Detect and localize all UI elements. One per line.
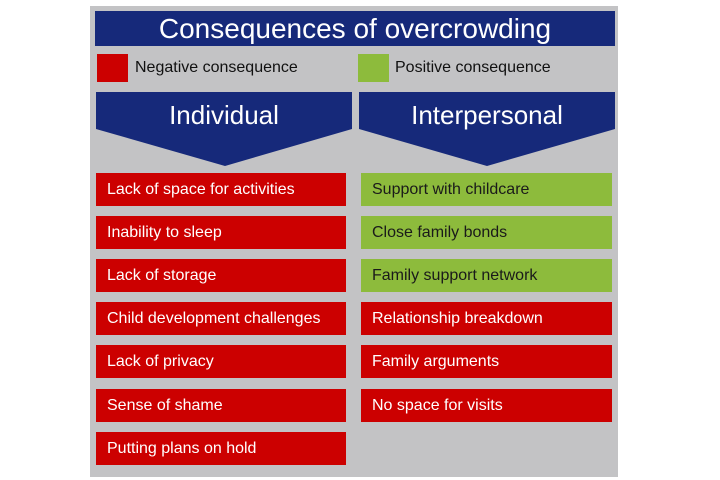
interpersonal-positive-item: Close family bonds <box>361 216 612 249</box>
interpersonal-negative-item: Relationship breakdown <box>361 302 612 335</box>
individual-negative-item: Putting plans on hold <box>96 432 346 465</box>
legend-negative-swatch <box>97 54 128 82</box>
individual-negative-item: Lack of storage <box>96 259 346 292</box>
interpersonal-negative-item: No space for visits <box>361 389 612 422</box>
legend-positive-swatch <box>358 54 389 82</box>
legend-positive-label: Positive consequence <box>395 59 551 76</box>
individual-negative-item: Lack of space for activities <box>96 173 346 206</box>
individual-negative-item: Sense of shame <box>96 389 346 422</box>
legend-negative-label: Negative consequence <box>135 59 298 76</box>
chevron-individual: Individual <box>96 92 352 166</box>
interpersonal-negative-item: Family arguments <box>361 345 612 378</box>
diagram-title: Consequences of overcrowding <box>95 11 615 46</box>
chevron-interpersonal: Interpersonal <box>359 92 615 166</box>
column-heading-individual: Individual <box>169 100 279 130</box>
column-heading-interpersonal: Interpersonal <box>411 100 563 130</box>
interpersonal-positive-item: Family support network <box>361 259 612 292</box>
individual-negative-item: Lack of privacy <box>96 345 346 378</box>
individual-negative-item: Inability to sleep <box>96 216 346 249</box>
individual-negative-item: Child development challenges <box>96 302 346 335</box>
interpersonal-positive-item: Support with childcare <box>361 173 612 206</box>
